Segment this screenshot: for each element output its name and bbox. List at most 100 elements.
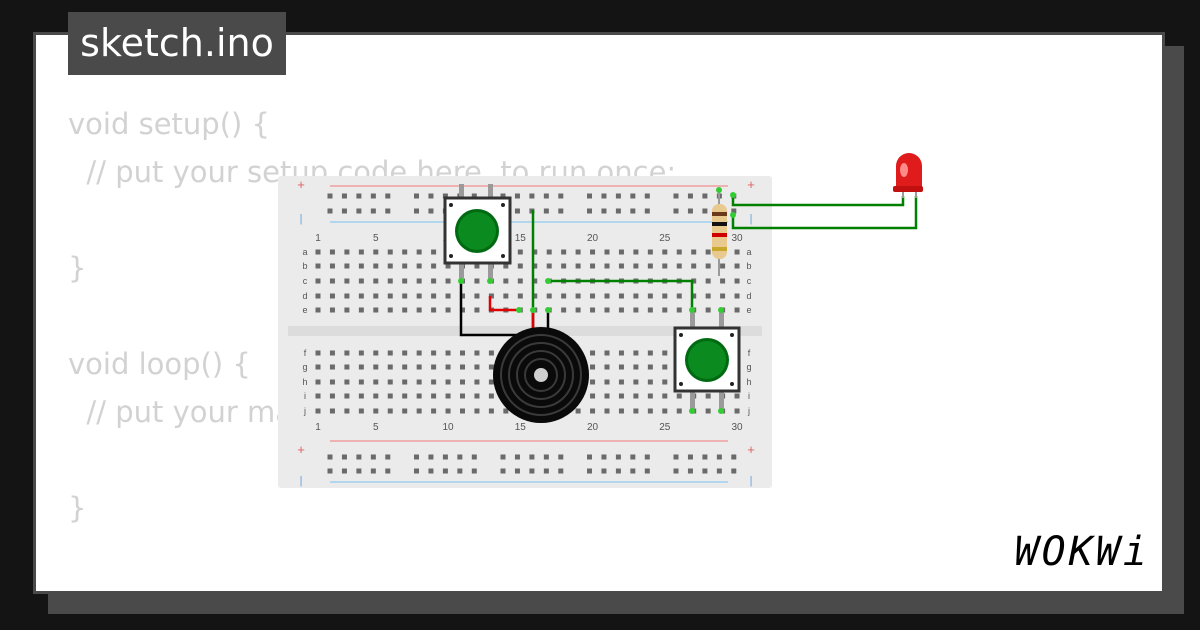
- breadboard-hole[interactable]: [662, 393, 668, 399]
- breadboard-hole[interactable]: [558, 468, 564, 474]
- breadboard-hole[interactable]: [445, 293, 451, 299]
- breadboard-hole[interactable]: [344, 408, 350, 414]
- breadboard-hole[interactable]: [358, 379, 364, 385]
- breadboard-hole[interactable]: [385, 208, 391, 214]
- breadboard-hole[interactable]: [590, 249, 596, 255]
- breadboard-hole[interactable]: [687, 208, 693, 214]
- breadboard-hole[interactable]: [716, 454, 722, 460]
- breadboard-hole[interactable]: [402, 364, 408, 370]
- breadboard-hole[interactable]: [615, 454, 621, 460]
- breadboard-hole[interactable]: [720, 278, 726, 284]
- breadboard-hole[interactable]: [514, 208, 520, 214]
- breadboard-hole[interactable]: [618, 307, 624, 313]
- breadboard-hole[interactable]: [431, 307, 437, 313]
- breadboard-hole[interactable]: [402, 293, 408, 299]
- breadboard-hole[interactable]: [691, 278, 697, 284]
- breadboard-hole[interactable]: [676, 249, 682, 255]
- breadboard-hole[interactable]: [731, 468, 737, 474]
- breadboard-hole[interactable]: [315, 293, 321, 299]
- breadboard-hole[interactable]: [431, 393, 437, 399]
- breadboard-hole[interactable]: [604, 249, 610, 255]
- breadboard-hole[interactable]: [601, 468, 607, 474]
- breadboard-hole[interactable]: [387, 364, 393, 370]
- breadboard-hole[interactable]: [387, 307, 393, 313]
- breadboard-hole[interactable]: [529, 193, 535, 199]
- breadboard-hole[interactable]: [460, 408, 465, 414]
- breadboard-hole[interactable]: [387, 393, 393, 399]
- breadboard-hole[interactable]: [358, 263, 364, 269]
- breadboard-hole[interactable]: [327, 208, 333, 214]
- breadboard-hole[interactable]: [344, 249, 350, 255]
- breadboard-hole[interactable]: [662, 408, 668, 414]
- breadboard-hole[interactable]: [705, 249, 711, 255]
- breadboard-hole[interactable]: [702, 454, 708, 460]
- breadboard-hole[interactable]: [387, 249, 393, 255]
- breadboard-hole[interactable]: [471, 468, 477, 474]
- breadboard-hole[interactable]: [532, 263, 538, 269]
- breadboard-hole[interactable]: [387, 278, 393, 284]
- breadboard-hole[interactable]: [341, 454, 347, 460]
- breadboard-hole[interactable]: [618, 293, 624, 299]
- breadboard-hole[interactable]: [428, 468, 434, 474]
- breadboard-hole[interactable]: [517, 249, 523, 255]
- breadboard-hole[interactable]: [604, 393, 610, 399]
- breadboard-hole[interactable]: [618, 263, 624, 269]
- breadboard-hole[interactable]: [590, 307, 596, 313]
- breadboard-hole[interactable]: [416, 249, 422, 255]
- breadboard-hole[interactable]: [356, 208, 362, 214]
- file-tab[interactable]: sketch.ino: [68, 12, 286, 75]
- breadboard-hole[interactable]: [630, 468, 636, 474]
- breadboard-hole[interactable]: [590, 379, 596, 385]
- breadboard-hole[interactable]: [630, 454, 636, 460]
- breadboard-hole[interactable]: [647, 293, 653, 299]
- breadboard-hole[interactable]: [460, 350, 465, 356]
- breadboard-hole[interactable]: [731, 208, 737, 214]
- breadboard-hole[interactable]: [644, 468, 650, 474]
- breadboard-hole[interactable]: [428, 208, 434, 214]
- breadboard-hole[interactable]: [720, 263, 726, 269]
- breadboard-hole[interactable]: [647, 307, 653, 313]
- breadboard-hole[interactable]: [373, 364, 379, 370]
- breadboard-hole[interactable]: [575, 249, 581, 255]
- breadboard-hole[interactable]: [558, 193, 564, 199]
- breadboard-hole[interactable]: [647, 393, 653, 399]
- breadboard-hole[interactable]: [604, 293, 610, 299]
- breadboard-hole[interactable]: [734, 263, 740, 269]
- breadboard-hole[interactable]: [647, 249, 653, 255]
- breadboard-hole[interactable]: [561, 263, 567, 269]
- breadboard-hole[interactable]: [329, 379, 335, 385]
- breadboard-hole[interactable]: [358, 249, 364, 255]
- breadboard-hole[interactable]: [647, 379, 653, 385]
- breadboard-hole[interactable]: [590, 408, 596, 414]
- breadboard-hole[interactable]: [474, 293, 480, 299]
- breadboard-hole[interactable]: [414, 193, 419, 199]
- breadboard-hole[interactable]: [431, 350, 437, 356]
- breadboard-hole[interactable]: [402, 263, 408, 269]
- breadboard-hole[interactable]: [445, 307, 451, 313]
- breadboard-hole[interactable]: [558, 454, 564, 460]
- breadboard-hole[interactable]: [358, 307, 364, 313]
- breadboard-hole[interactable]: [356, 454, 362, 460]
- breadboard-hole[interactable]: [315, 263, 321, 269]
- breadboard-hole[interactable]: [329, 364, 335, 370]
- breadboard-hole[interactable]: [329, 307, 335, 313]
- breadboard-hole[interactable]: [329, 350, 335, 356]
- breadboard-hole[interactable]: [460, 393, 465, 399]
- breadboard-hole[interactable]: [691, 249, 697, 255]
- breadboard-hole[interactable]: [445, 379, 451, 385]
- breadboard-hole[interactable]: [546, 249, 552, 255]
- breadboard-hole[interactable]: [315, 393, 321, 399]
- breadboard-hole[interactable]: [474, 278, 480, 284]
- breadboard-hole[interactable]: [587, 208, 592, 214]
- breadboard-hole[interactable]: [358, 293, 364, 299]
- breadboard-hole[interactable]: [673, 454, 679, 460]
- breadboard-hole[interactable]: [604, 350, 610, 356]
- breadboard-hole[interactable]: [731, 454, 737, 460]
- breadboard-hole[interactable]: [460, 307, 465, 313]
- breadboard-hole[interactable]: [387, 379, 393, 385]
- breadboard-hole[interactable]: [575, 263, 581, 269]
- breadboard-hole[interactable]: [561, 249, 567, 255]
- breadboard-hole[interactable]: [500, 468, 506, 474]
- breadboard-hole[interactable]: [630, 208, 636, 214]
- breadboard-hole[interactable]: [702, 193, 708, 199]
